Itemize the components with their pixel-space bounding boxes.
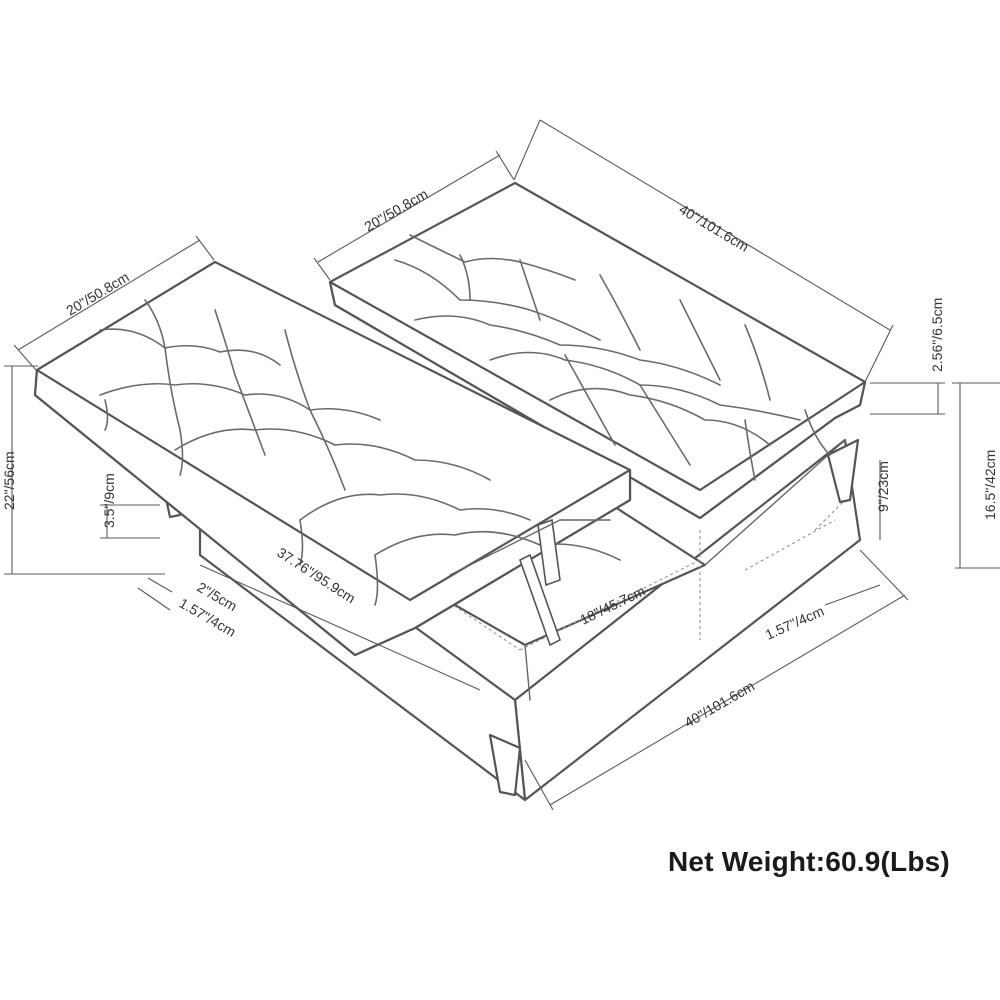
top-length-label: 40"/101.6cm (676, 201, 751, 255)
net-weight-label: Net Weight:60.9(Lbs) (668, 846, 950, 877)
left-lid-width-label: 20"/50.8cm (63, 269, 132, 319)
seat-height-label: 16.5"/42cm (982, 450, 998, 520)
storage-depth-label: 9"/23cm (875, 461, 891, 512)
lift-height-label: 3.5"/9cm (101, 473, 117, 528)
left-cushion (33, 260, 632, 657)
right-cushion (328, 181, 867, 520)
base-length-label: 40"/101.6cm (682, 678, 758, 731)
right-lid-width-label: 20"/50.8cm (362, 186, 431, 235)
front-leg (488, 733, 522, 797)
dimension-lines (4, 119, 1000, 811)
right-leg (826, 438, 860, 504)
cushion-thickness-label: 2.56"/6.5cm (929, 298, 945, 372)
total-height-label: 22"/56cm (1, 451, 17, 510)
lift-hinge (449, 518, 611, 647)
